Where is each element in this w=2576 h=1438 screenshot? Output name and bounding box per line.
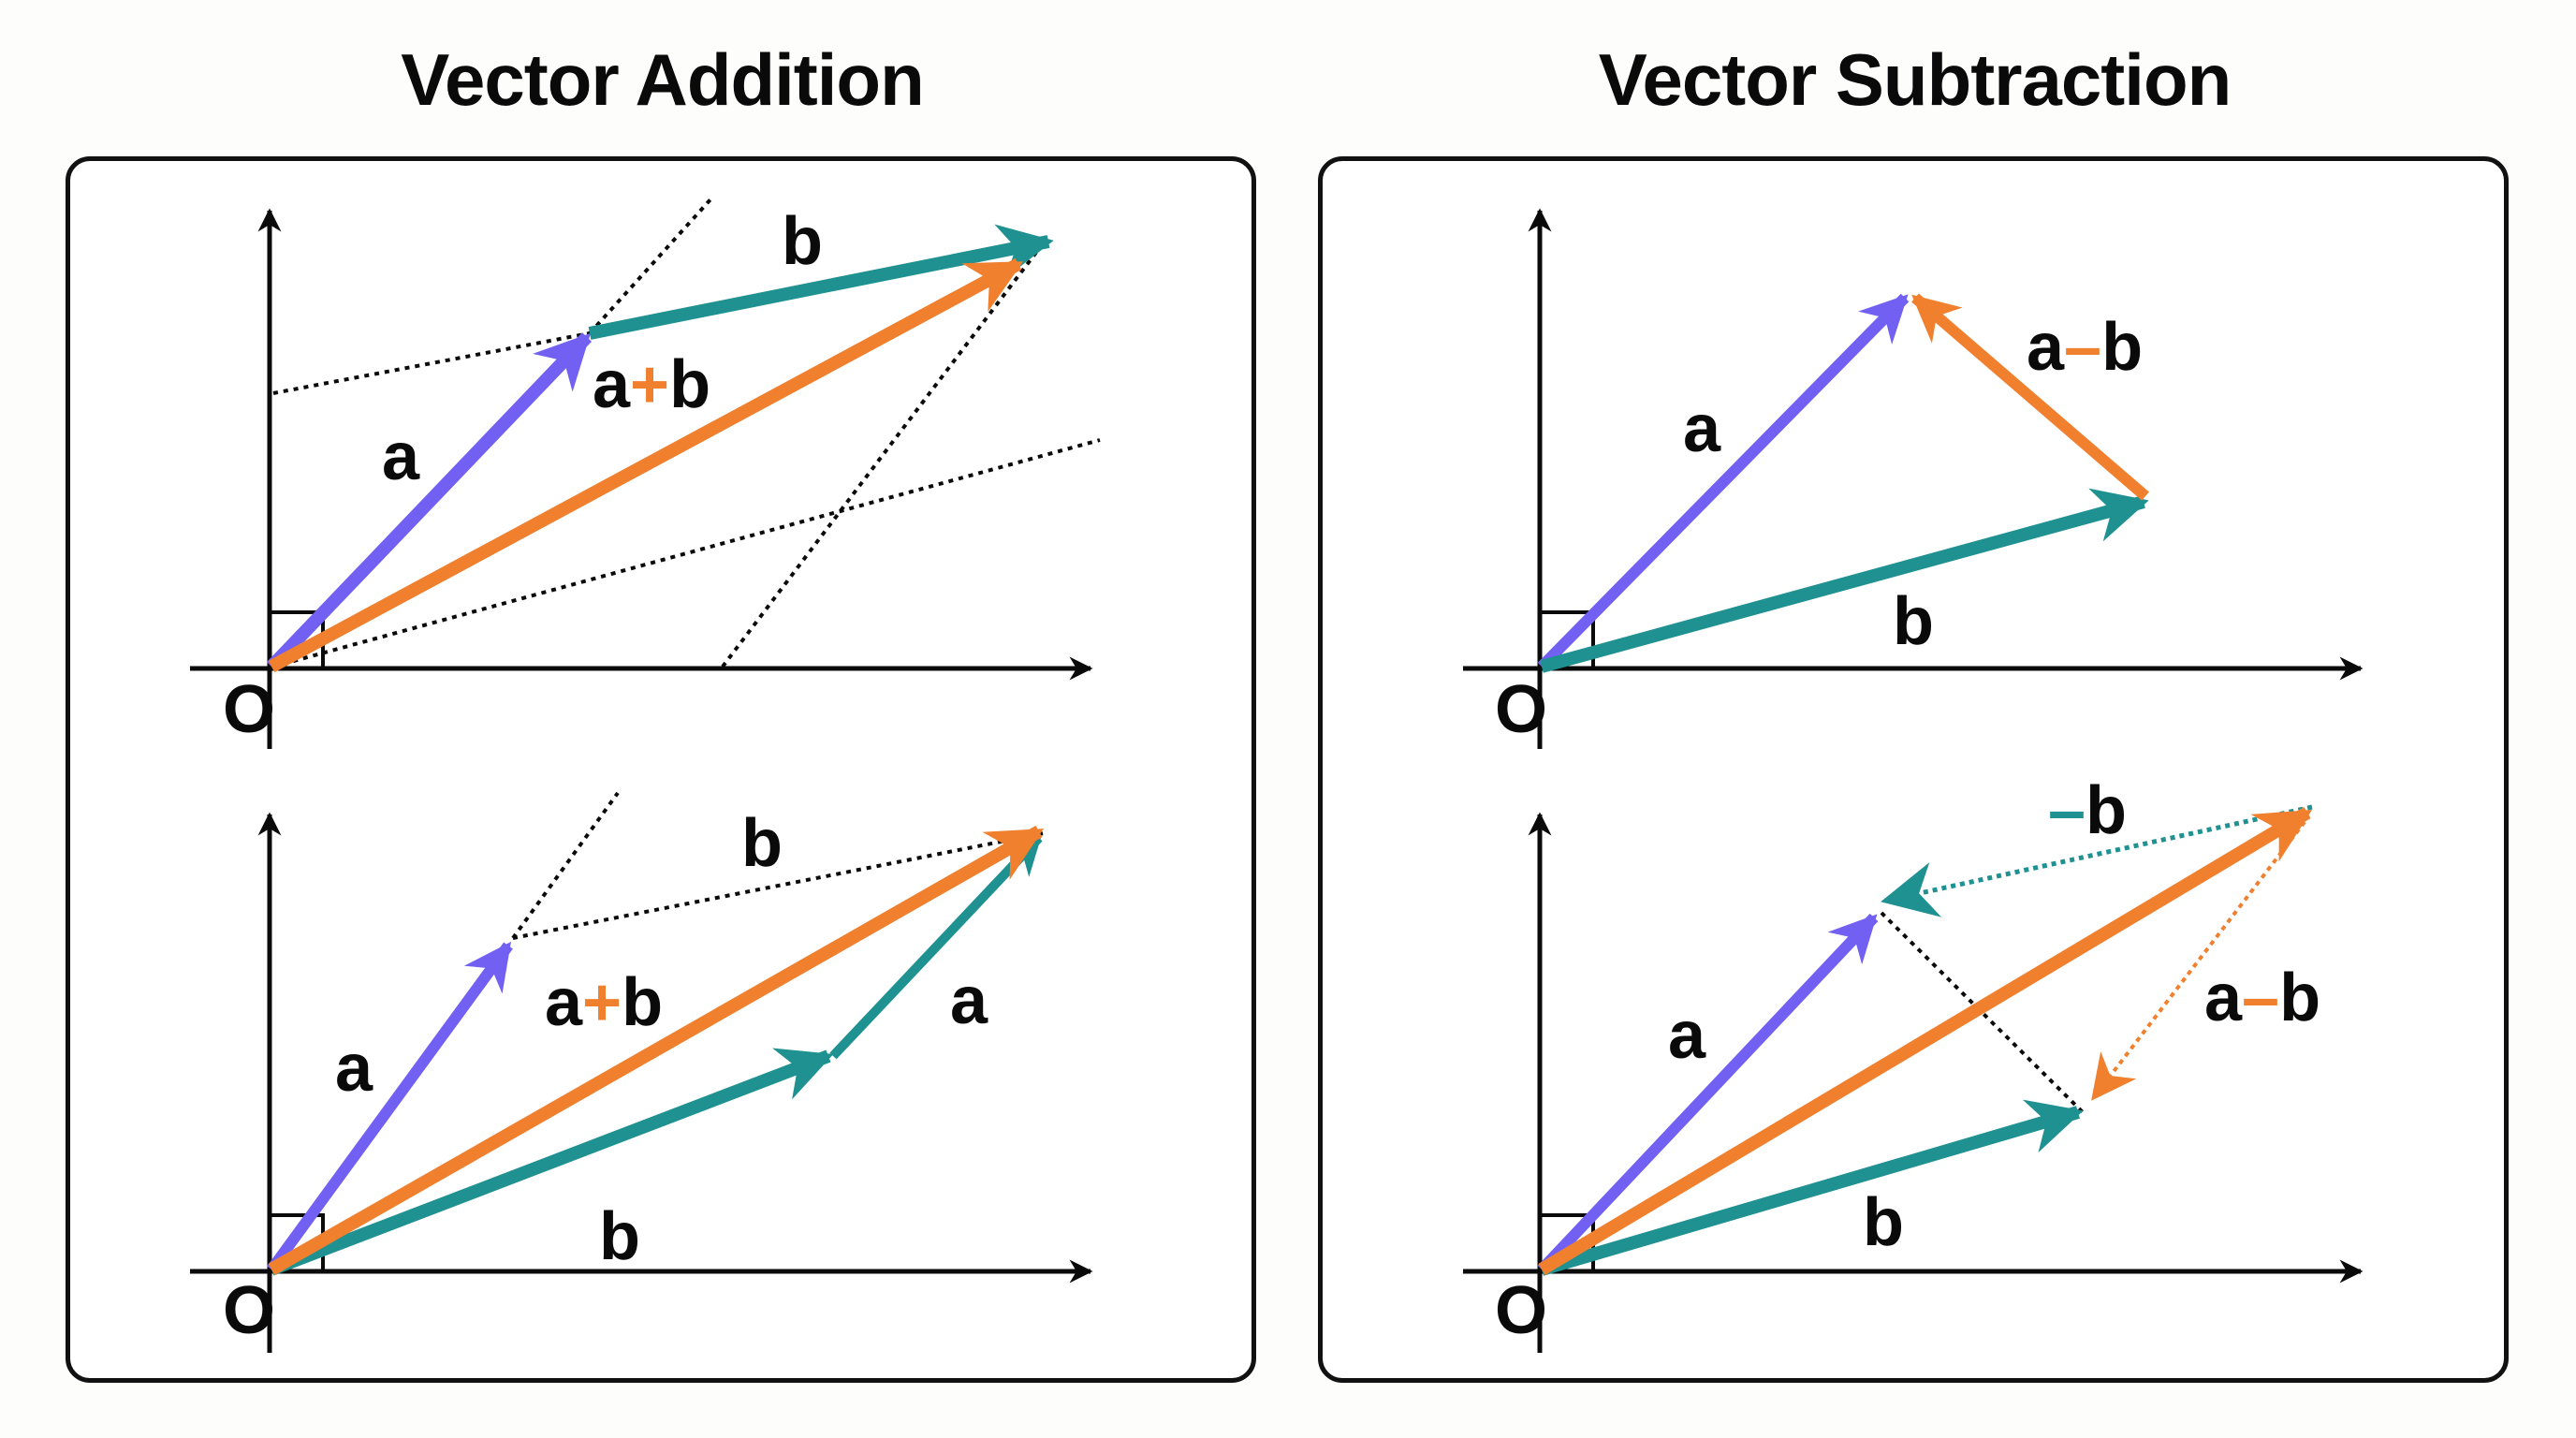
label-a: a xyxy=(382,419,420,494)
vector-a-plus-b xyxy=(268,825,1045,1276)
origin-label: O xyxy=(1495,1273,1547,1348)
vector-a xyxy=(1537,293,1910,671)
label-b: b xyxy=(1893,584,1934,659)
vector-a-plus-b xyxy=(268,257,1024,673)
label-a-minus-b: a–b xyxy=(2027,310,2143,385)
panel-vector-addition xyxy=(66,156,1256,1383)
vector-neg-b xyxy=(1881,804,2313,917)
addition-triangle-diagram: O a b a+b xyxy=(190,197,1101,749)
vector-a-shifted xyxy=(829,834,1043,1060)
subtraction-parallelogram-diagram: O a b –b a–b xyxy=(1463,773,2364,1353)
panel-vector-subtraction xyxy=(1318,156,2509,1383)
label-a: a xyxy=(1683,391,1721,466)
construction-lines xyxy=(511,791,1045,940)
subtraction-triangle-diagram: O a b a–b xyxy=(1463,208,2364,749)
vector-a xyxy=(1537,913,1879,1274)
title-vector-subtraction: Vector Subtraction xyxy=(1598,38,2232,121)
label-a-minus-b: a–b xyxy=(2204,961,2320,1035)
label-b: b xyxy=(599,1199,640,1274)
axes xyxy=(190,812,1093,1353)
vector-a-minus-b-shifted xyxy=(2091,820,2306,1101)
vector-b xyxy=(1540,488,2149,673)
vector-b xyxy=(269,1048,834,1276)
label-a: a xyxy=(335,1031,373,1106)
axes xyxy=(1463,208,2364,749)
vector-a xyxy=(266,332,593,671)
label-neg-b: –b xyxy=(2048,773,2127,848)
axes xyxy=(1463,812,2364,1353)
label-a-shifted: a xyxy=(950,963,988,1038)
vector-a xyxy=(267,941,513,1273)
label-a: a xyxy=(1668,998,1706,1073)
vector-b xyxy=(588,224,1054,340)
title-vector-addition: Vector Addition xyxy=(401,38,924,121)
origin-label: O xyxy=(223,672,275,747)
addition-parallelogram-diagram: O a b a b a+b xyxy=(190,791,1093,1353)
vector-b xyxy=(1540,1099,2084,1276)
origin-label: O xyxy=(223,1273,275,1348)
origin-label: O xyxy=(1495,672,1547,747)
vector-a-minus-b xyxy=(1538,806,2313,1276)
label-b-shifted: b xyxy=(741,806,783,881)
vector-a-minus-b xyxy=(1911,293,2149,501)
label-b: b xyxy=(1863,1185,1904,1260)
label-b: b xyxy=(782,204,823,279)
label-a-plus-b: a+b xyxy=(593,347,710,422)
label-a-plus-b: a+b xyxy=(545,965,663,1040)
